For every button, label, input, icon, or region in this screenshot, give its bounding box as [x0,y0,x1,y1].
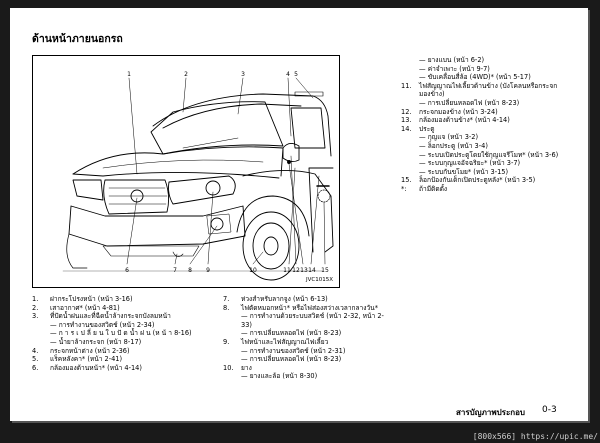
list-item-text: กล้องมองด้านข้าง* (หน้า 4-14) [419,116,510,125]
list-item-text: ห่วงสำหรับลากจูง (หน้า 6-13) [241,295,328,303]
list-subitem: — น้ำยาล้างกระจก (หน้า 8-17) [50,337,142,346]
list-item-number: 3. [32,312,39,321]
list-item-text: ประตู [419,124,435,133]
list-subitem: — การเปลี่ยนหลอดไฟ (หน้า 8-23) [241,329,342,338]
figure-code: JVC1015X [306,277,333,283]
callout-13: 13 [300,267,308,274]
list-subitem: — การเปลี่ยนหลอดไฟ (หน้า 8-23) [419,98,520,107]
list-item-number: 9. [223,337,230,346]
list-subitem: — ก า ร เ ป ลี่ ย น ใ บ ปั ด น้ำ ฝ น (ห … [50,329,192,338]
callout-leaders-bottom [126,155,326,265]
list-item-number: 2. [32,303,39,312]
list-item-continuation: 33) [241,320,252,329]
list-item-number: 15. [401,176,412,185]
list-item-text: ถ้ามีติดตั้ง [419,184,448,193]
list-item-text: กระจกหน้าต่าง (หน้า 2-36) [50,346,130,355]
list-item-number: 11. [401,81,412,90]
list-item: 4. กระจกหน้าต่าง (หน้า 2-36) [32,347,217,356]
callout-10: 10 [249,267,257,274]
callout-9: 9 [206,267,210,274]
list-item-text: ไฟสัญญาณไฟเลี้ยวด้านข้าง (บังโคลนหรือกระ… [419,81,558,90]
truck-illustration: 1 2 3 4 5 6 7 8 9 10 11 12 13 14 15 [62,71,334,281]
list-item: 1. ฝากระโปรงหน้า (หน้า 3-16) [32,295,217,304]
list-item-text: ที่ปัดน้ำฝนและที่ฉีดน้ำล้างกระจกบังลมหน้… [50,312,171,321]
list-item-continuation: มองข้าง) [419,90,445,99]
list-item-text: ไฟตัดหมอกหน้า* หรือไฟส่องสว่างเวลากลางวั… [241,303,378,312]
section-title: ด้านหน้าภายนอกรถ [32,33,123,45]
list-item: 11. ไฟสัญญาณไฟเลี้ยวด้านข้าง (บังโคลนหรือ… [401,82,581,91]
callout-7: 7 [173,267,177,274]
list-item-text: ยาง [241,363,252,372]
list-item: 9. ไฟหน้าและไฟสัญญาณไฟเลี้ยว [223,338,353,347]
callout-11: 11 [283,267,291,274]
list-item-text: ล็อกป้องกันเด็กเปิดประตูหลัง* (หน้า 3-5) [419,176,536,185]
callout-2: 2 [184,71,188,78]
list-subitem: — ยางและล้อ (หน้า 8-30) [241,372,318,381]
footer-section-title: สารบัญภาพประกอบ [456,408,526,417]
callout-5: 5 [294,71,298,78]
list-item-number: 4. [32,346,39,355]
list-item: 5. แร็คหลังคา* (หน้า 2-41) [32,355,217,364]
list-item: 14. ประตู [401,125,581,134]
list-item-number: 10. [223,363,234,372]
list-item-number: 7. [223,295,230,303]
callout-3: 3 [241,71,245,78]
list-item: 7. ห่วงสำหรับลากจูง (หน้า 6-13) [223,295,353,304]
list-item-number: 14. [401,124,412,133]
list-item-text: ฝากระโปรงหน้า (หน้า 3-16) [50,295,133,303]
list-item-text: กระจกมองข้าง (หน้า 3-24) [419,107,498,116]
list-item-number: 12. [401,107,412,116]
list-item: 6. กล้องมองด้านหน้า* (หน้า 4-14) [32,364,217,373]
callout-4: 4 [286,71,290,78]
list-item-text: ไฟหน้าและไฟสัญญาณไฟเลี้ยว [241,337,329,346]
list-item-number: 8. [223,303,230,312]
list-item: 15. ล็อกป้องกันเด็กเปิดประตูหลัง* (หน้า 3… [401,176,581,185]
callout-6: 6 [125,267,129,274]
list-subitem: — กุญแจ (หน้า 3-2) [419,133,479,142]
callout-8: 8 [188,267,192,274]
list-item: 12. กระจกมองข้าง (หน้า 3-24) [401,108,581,117]
list-item-text: กล้องมองด้านหน้า* (หน้า 4-14) [50,363,142,372]
list-subitem: — การทำงานของสวิตช์ (หน้า 2-31) [241,346,346,355]
list-item: 8. ไฟตัดหมอกหน้า* หรือไฟส่องสว่างเวลากลาง… [223,303,378,313]
list-subitem: — การเปลี่ยนหลอดไฟ (หน้า 8-23) [241,355,342,364]
list-item: 10. ยาง [223,364,353,373]
list-item-number: 1. [32,295,39,303]
callout-14: 14 [308,267,316,274]
list-subitem: — ค่าจำเพาะ (หน้า 9-7) [419,64,490,73]
vehicle-exterior-figure: 1 2 3 4 5 6 7 8 9 10 11 12 13 14 15 JVC1… [32,55,340,288]
list-item-text: แร็คหลังคา* (หน้า 2-41) [50,355,123,364]
image-watermark: [800x566] https://upic.me/ [472,432,598,441]
parts-list-column-2: 7. ห่วงสำหรับลากจูง (หน้า 6-13) 8. ไฟตัดหมอ… [223,295,384,381]
list-item: 2. เสาอากาศ* (หน้า 4-81) [32,304,217,313]
list-subitem: — ขับเคลื่อนสี่ล้อ (4WD)* (หน้า 5-17) [419,73,531,82]
callout-12: 12 [292,267,300,274]
list-subitem: — การทำงานด้วยระบบสวิตช์ (หน้า 2-32, หน้… [241,312,384,321]
callout-1: 1 [127,71,131,78]
footer-page-number: 0-3 [542,405,557,415]
list-subitem: — ยางแบน (หน้า 6-2) [419,56,485,64]
list-item: 13. กล้องมองด้านข้าง* (หน้า 4-14) [401,116,581,125]
list-item: 3. ที่ปัดน้ำฝนและที่ฉีดน้ำล้างกระจกบังลมห… [32,312,217,321]
parts-list-column-3: — ยางแบน (หน้า 6-2)— ค่าจำเพาะ (หน้า 9-7… [401,56,581,194]
list-subitem: — ล็อกประตู (หน้า 3-4) [419,141,488,150]
callout-leaders-top [128,77,314,175]
list-item-number: 13. [401,116,412,125]
list-subitem: — การทำงานของสวิตช์ (หน้า 2-34) [50,320,155,329]
parts-list-column-1: 1. ฝากระโปรงหน้า (หน้า 3-16) 2. เสาอากาศ* (… [32,295,217,372]
manual-page: ด้านหน้าภายนอกรถ [10,8,588,421]
list-subitem: — ระบบเปิดประตูโดยใช้กุญแจรีโมท* (หน้า 3… [419,150,559,159]
list-item: *: ถ้ามีติดตั้ง [401,185,581,194]
callout-15: 15 [321,267,329,274]
list-item-number: 6. [32,363,39,372]
list-subitem: — ระบบกันขโมย* (หน้า 3-15) [419,167,509,176]
list-item-number: *: [401,184,407,193]
list-subitem: — ระบบกุญแจอัจฉริยะ* (หน้า 3-7) [419,159,521,168]
truck-body [62,91,334,281]
list-item-number: 5. [32,355,39,364]
list-item-text: เสาอากาศ* (หน้า 4-81) [50,303,120,312]
